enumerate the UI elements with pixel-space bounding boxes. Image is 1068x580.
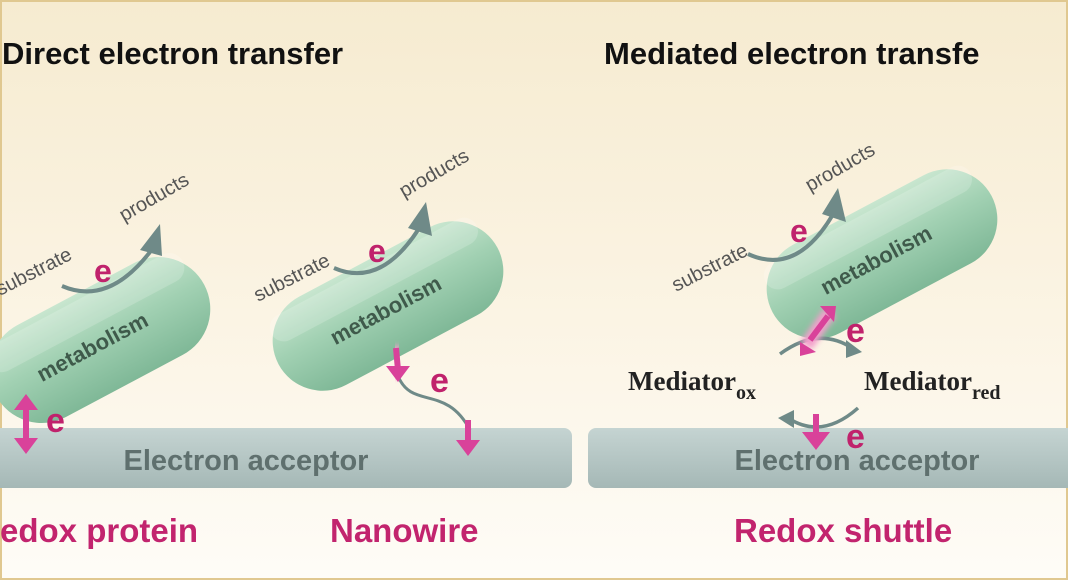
bacterium-1: metabolism <box>0 253 211 423</box>
mediator-red-word: Mediator <box>864 366 972 396</box>
double-arrow-3 <box>800 306 836 356</box>
arrowhead-1 <box>140 224 162 256</box>
acceptor-label-left: Electron acceptor <box>124 445 369 477</box>
acceptor-label-right: Electron acceptor <box>735 445 980 477</box>
electron-label-2a: e <box>368 233 386 269</box>
title-mediated-transfer: Mediated electron transfe <box>604 36 980 71</box>
cycle-arrowhead-bottom <box>778 410 794 428</box>
mediator-red-subscript: red <box>972 382 1001 404</box>
title-direct-transfer: Direct electron transfer <box>2 36 343 71</box>
caption-nanowire: Nanowire <box>330 512 479 549</box>
metabolism-arrow-2 <box>333 228 420 276</box>
metabolism-arrow-3 <box>747 214 834 262</box>
acceptor-plate-left <box>0 428 572 488</box>
mediator-ox-label: Mediatorox <box>628 366 756 404</box>
electron-label-3b: e <box>846 312 865 350</box>
electron-label-3c: e <box>846 418 865 456</box>
nanowire <box>396 375 472 431</box>
electron-acceptor-right: Electron acceptor <box>588 428 1068 488</box>
metabolism-arrow-1 <box>61 250 152 294</box>
electron-label-1a: e <box>94 253 112 289</box>
mediator-ox-subscript: ox <box>736 382 756 404</box>
electron-acceptor-left: Electron acceptor <box>0 428 572 488</box>
double-arrow-1 <box>14 394 38 454</box>
cycle-arrowhead-top <box>846 340 862 358</box>
electron-arrow-3 <box>802 412 830 450</box>
electron-label-3a: e <box>790 213 808 249</box>
electron-arrow-2b <box>456 420 480 456</box>
mediator-red-label: Mediatorred <box>864 366 1000 404</box>
acceptor-plate-right <box>588 428 1068 488</box>
bacterium-3: metabolism <box>763 165 998 339</box>
electron-label-2b: e <box>430 362 449 400</box>
electron-label-1b: e <box>46 402 65 440</box>
caption-redox-protein: edox protein <box>0 512 198 549</box>
arrowhead-2 <box>408 202 432 236</box>
electron-arrow-2a <box>386 345 410 382</box>
mediator-ox-word: Mediator <box>628 366 736 396</box>
bacterium-2: metabolism <box>269 217 504 391</box>
caption-redox-shuttle: Redox shuttle <box>734 512 952 549</box>
arrowhead-3 <box>822 188 846 222</box>
